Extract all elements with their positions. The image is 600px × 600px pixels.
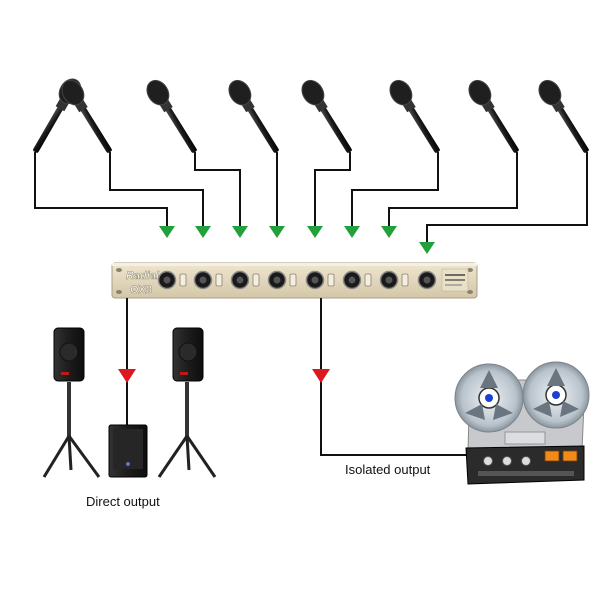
- arrow-down-icon: [419, 242, 435, 254]
- cable-isolated-output: [320, 298, 468, 456]
- input-arrows: [159, 226, 435, 254]
- arrow-down-icon: [344, 226, 360, 238]
- xlr-connector: [157, 270, 437, 290]
- cable-mic-5: [314, 152, 351, 226]
- cable-mic-8: [426, 152, 588, 242]
- cable-mic-6: [351, 152, 439, 226]
- cable-mic-2: [109, 152, 204, 226]
- microphone-icon: [389, 79, 440, 153]
- input-cables: [34, 152, 588, 242]
- pa-speaker-left: [42, 327, 101, 478]
- subwoofer-icon: [108, 424, 148, 478]
- arrow-down-icon: [159, 226, 175, 238]
- microphone-icon: [468, 79, 519, 153]
- pa-speaker-icon: [42, 327, 101, 478]
- microphone-icon: [538, 79, 589, 153]
- microphone-icon: [146, 79, 197, 153]
- output-cables: [126, 298, 468, 456]
- arrow-down-icon: [118, 369, 136, 383]
- arrow-down-icon: [312, 369, 330, 383]
- cable-mic-3: [194, 152, 241, 226]
- reel-to-reel-recorder-icon: [454, 361, 590, 485]
- arrow-down-icon: [195, 226, 211, 238]
- tape-reel-left: [454, 363, 524, 433]
- output-arrows: [118, 369, 330, 383]
- pa-speaker-right: [157, 327, 217, 478]
- microphone-icon: [61, 79, 112, 153]
- arrow-down-icon: [381, 226, 397, 238]
- microphones: [33, 78, 589, 153]
- arrow-down-icon: [269, 226, 285, 238]
- cable-mic-7: [388, 152, 518, 226]
- cable-mic-1: [34, 152, 168, 226]
- splitter-brand: Radial: [126, 270, 160, 282]
- direct-output-label: Direct output: [86, 494, 160, 509]
- isolated-output-label: Isolated output: [345, 462, 431, 477]
- pa-speaker-icon: [157, 327, 217, 478]
- splitter-model: OX8: [130, 284, 152, 296]
- arrow-down-icon: [232, 226, 248, 238]
- microphone-icon: [228, 79, 279, 153]
- arrow-down-icon: [307, 226, 323, 238]
- microphone-icon: [301, 79, 352, 153]
- tape-reel-right: [522, 361, 590, 429]
- rack-splitter-icon: Radial OX8: [111, 262, 478, 299]
